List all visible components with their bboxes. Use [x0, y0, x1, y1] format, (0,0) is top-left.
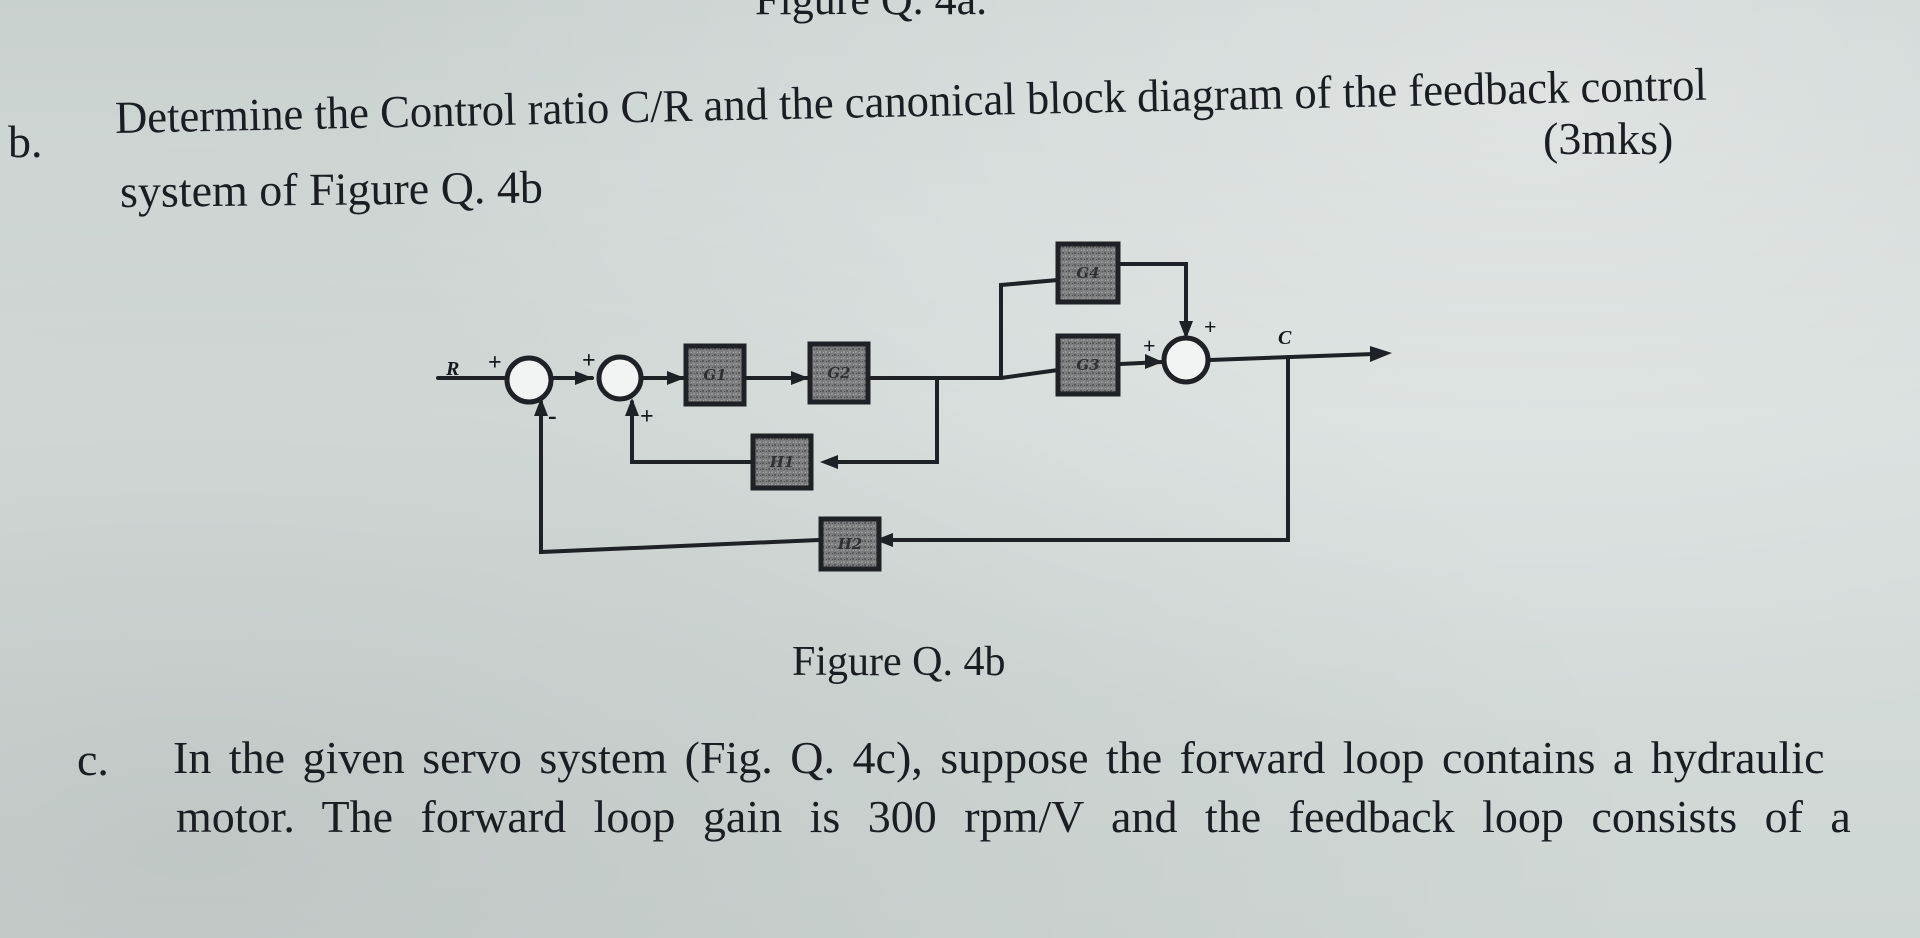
block-g2-label: G2: [827, 364, 850, 382]
summing-junction-2: [596, 354, 644, 402]
block-g3-label: G3: [1076, 356, 1099, 374]
block-g3: [1055, 333, 1121, 397]
summing-junction-1-input-sign: +: [488, 350, 502, 376]
question-b-label: b.: [8, 116, 43, 167]
summing-junction-3: [1161, 335, 1211, 385]
block-h2: [818, 516, 882, 572]
question-b-marks: (3mks): [1543, 113, 1674, 164]
block-h2-label: H2: [837, 535, 863, 553]
summing-junction-2-input-sign: +: [582, 348, 596, 374]
question-c-label: c.: [77, 734, 109, 785]
summing-junction-3-top-sign: +: [1204, 314, 1217, 339]
input-label-r: R: [445, 358, 459, 380]
block-g4-label: G4: [1076, 264, 1099, 282]
previous-figure-caption: Figure Q. 4a.: [755, 0, 987, 22]
output-label-c: C: [1278, 327, 1292, 349]
block-g1-label: G1: [703, 366, 726, 384]
question-c-text-line1: In the given servo system (Fig. Q. 4c), …: [173, 732, 1825, 783]
summing-junction-1: [504, 355, 554, 405]
block-h1-label: H1: [769, 453, 795, 471]
summing-junction-1-feedback-sign: -: [548, 401, 557, 430]
summing-junction-3-left-sign: +: [1143, 333, 1156, 358]
summing-junction-2-feedback-sign: +: [640, 404, 654, 430]
block-g1: [683, 343, 747, 407]
block-h1: [750, 433, 814, 491]
block-g4: [1055, 241, 1121, 305]
figure-caption: Figure Q. 4b: [792, 639, 1006, 685]
block-g2: [807, 341, 871, 405]
question-c-text-line2: motor. The forward loop gain is 300 rpm/…: [176, 791, 1851, 842]
